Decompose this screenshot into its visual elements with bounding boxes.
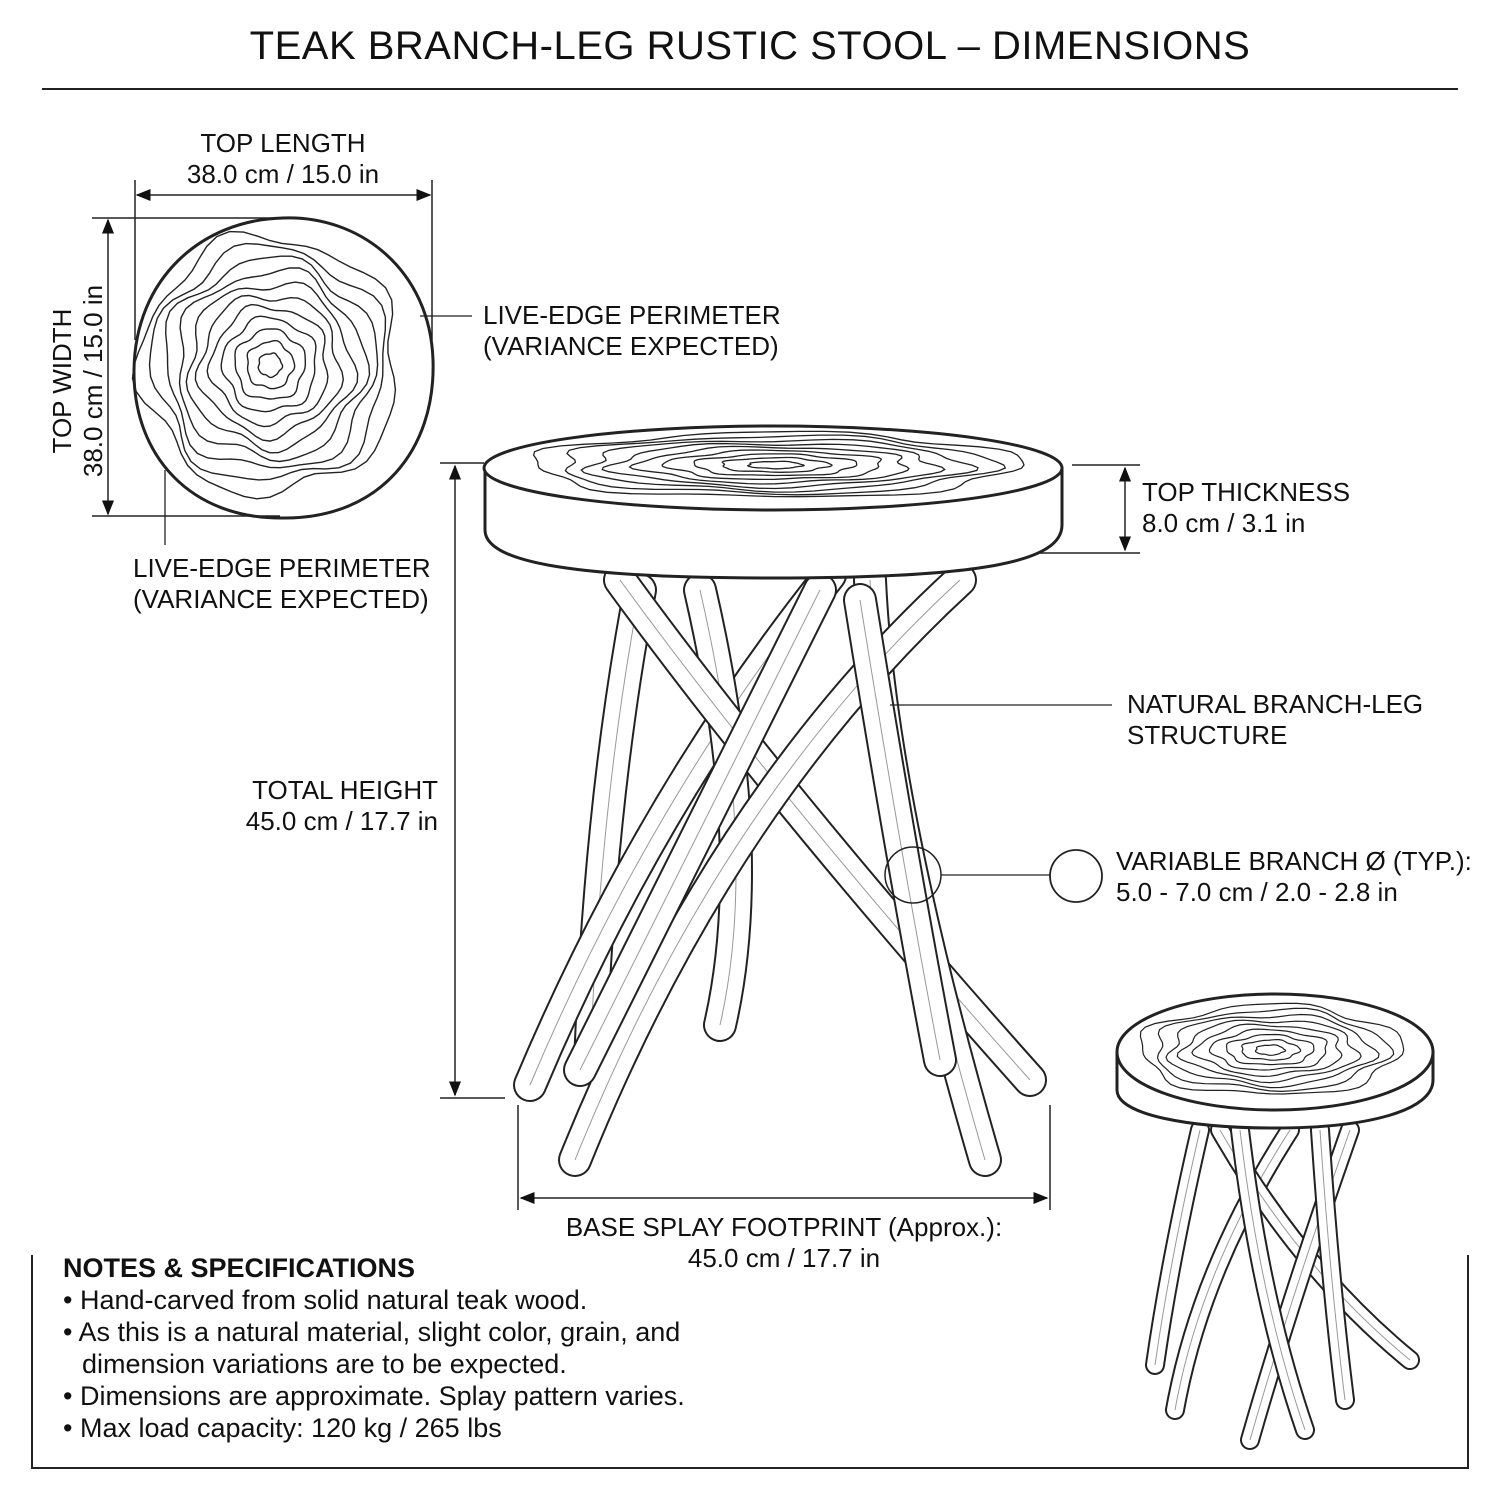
small-stool-top <box>1115 992 1435 1130</box>
growth-ring <box>721 456 833 473</box>
note-item: Hand-carved from solid natural teak wood… <box>63 1284 712 1316</box>
growth-ring <box>1176 1019 1362 1084</box>
note-item: As this is a natural material, slight co… <box>63 1316 712 1380</box>
wood-grain <box>1174 1129 1291 1411</box>
wood-grain <box>589 589 641 1066</box>
growth-ring <box>1254 1044 1287 1056</box>
growth-ring <box>580 438 979 493</box>
growth-ring <box>220 315 317 413</box>
growth-ring <box>1225 1033 1315 1066</box>
growth-ring <box>693 453 858 477</box>
wood-grain <box>1154 1129 1201 1366</box>
top-length-dimension <box>134 180 433 340</box>
wood-grain <box>859 599 941 1061</box>
growth-ring <box>1241 1039 1302 1061</box>
growth-ring <box>746 460 806 470</box>
wood-grain <box>619 579 1031 1081</box>
branch-diameter-label: VARIABLE BRANCH Ø (TYP.):5.0 - 7.0 cm / … <box>1116 846 1472 907</box>
main-stool-top <box>482 424 1064 580</box>
branch-diameter-symbol <box>1049 849 1103 903</box>
growth-ring <box>628 445 910 485</box>
base-splay-label: BASE SPLAY FOOTPRINT (Approx.):45.0 cm /… <box>565 1212 1003 1273</box>
small-stool-legs <box>1145 1120 1420 1450</box>
wood-grain <box>574 579 961 1161</box>
growth-ring <box>1165 1013 1380 1089</box>
growth-ring <box>1191 1023 1343 1078</box>
growth-ring <box>206 303 329 428</box>
growth-ring <box>246 339 296 390</box>
wood-grain <box>1239 1129 1306 1431</box>
live-edge-label-right: LIVE-EDGE PERIMETER(VARIANCE EXPECTED) <box>483 300 781 361</box>
growth-ring <box>601 442 946 490</box>
growth-ring <box>178 267 371 463</box>
note-item: Max load capacity: 120 kg / 265 lbs <box>63 1412 712 1444</box>
total-height-dimension <box>440 462 505 1099</box>
growth-ring <box>257 352 284 379</box>
wood-grain <box>1249 1129 1351 1441</box>
growth-ring <box>564 434 1007 496</box>
notes-box-border <box>31 1255 1469 1469</box>
growth-ring <box>533 430 1025 498</box>
growth-ring <box>164 255 379 469</box>
wood-grain <box>1319 1129 1346 1401</box>
growth-ring <box>1139 1002 1405 1095</box>
top-width-dimension <box>92 217 280 517</box>
growth-ring <box>234 328 306 400</box>
growth-ring <box>148 242 387 481</box>
page-title: TEAK BRANCH-LEG RUSTIC STOOL – DIMENSION… <box>249 24 1251 68</box>
growth-ring <box>1208 1028 1328 1071</box>
notes-heading: NOTES & SPECIFICATIONS <box>63 1253 416 1283</box>
live-edge-label-bottom: LIVE-EDGE PERIMETER(VARIANCE EXPECTED) <box>133 553 431 614</box>
note-item: Dimensions are approximate. Splay patter… <box>63 1380 712 1412</box>
top-view-slab <box>131 216 435 520</box>
growth-ring <box>1156 1007 1395 1093</box>
growth-ring <box>194 294 345 442</box>
base-splay-dimension <box>517 1105 1051 1210</box>
branch-leg-fill <box>845 585 955 1075</box>
wood-grain <box>579 589 821 1071</box>
growth-ring <box>185 281 359 454</box>
branch-legs <box>513 558 1047 1177</box>
top-thickness-dimension <box>1040 464 1140 554</box>
notes-section: NOTES & SPECIFICATIONS Hand-carved from … <box>63 1252 712 1444</box>
growth-ring <box>131 230 397 500</box>
growth-ring <box>661 449 883 481</box>
